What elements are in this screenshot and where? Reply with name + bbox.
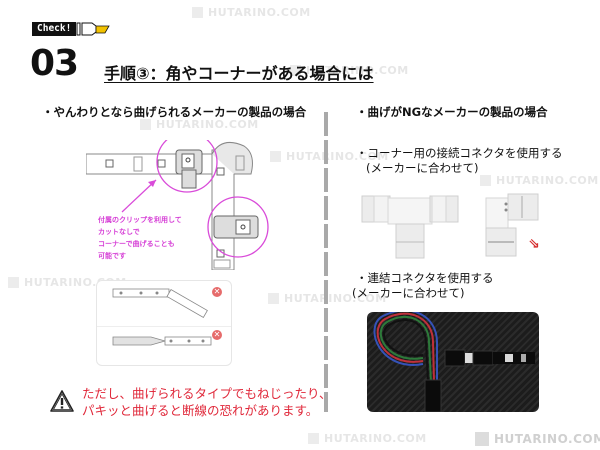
watermark: HUTARINO.COM	[308, 432, 427, 445]
corner-connector-text: ・コーナー用の接続コネクタを使用する (メーカーに合わせて)	[356, 146, 563, 176]
l-shaped-connector-photo	[484, 190, 544, 264]
clip-callout-text: 付属のクリップを利用して カットなしで コーナーで曲げることも 可能です	[98, 214, 182, 262]
step-number: 03	[30, 43, 79, 84]
watermark: HUTARINO.COM	[270, 150, 389, 163]
callout-line: 付属のクリップを利用して	[98, 216, 182, 224]
link-connector-text: ・連結コネクタを使用する	[356, 271, 494, 286]
watermark: HUTARINO.COM	[140, 118, 259, 131]
highlighter-marker-icon	[76, 22, 111, 36]
warning-line: パキッと曲げると断線の恐れがあります。	[82, 403, 319, 418]
watermark: HUTARINO.COM	[480, 174, 599, 187]
divider	[97, 326, 231, 327]
t-shaped-connector-photo	[360, 190, 460, 264]
watermark: HUTARINO.COM	[290, 64, 409, 77]
left-section-title: ・やんわりとなら曲げられるメーカーの製品の場合	[42, 105, 307, 119]
link-connector-line: ・連結コネクタを使用する	[356, 271, 494, 285]
corner-connector-line: ・コーナー用の接続コネクタを使用する	[356, 146, 563, 160]
watermark-logo: HUTARINO.COM	[475, 432, 600, 446]
check-label: Check!	[32, 22, 77, 36]
warning-line: ただし、曲げられるタイプでもねじったり、	[82, 386, 332, 401]
callout-line: カットなしで	[98, 228, 140, 236]
right-section-title: ・曲げがNGなメーカーの製品の場合	[356, 105, 548, 119]
callout-line: 可能です	[98, 252, 126, 260]
ng-mark-icon: ✕	[212, 287, 222, 297]
watermark: HUTARINO.COM	[268, 292, 387, 305]
warning-text: ただし、曲げられるタイプでもねじったり、 パキッと曲げると断線の恐れがあります。	[82, 385, 332, 419]
corner-connector-note: (メーカーに合わせて)	[366, 161, 479, 175]
ng-mark-icon: ✕	[212, 330, 222, 340]
warning-triangle-icon	[49, 389, 75, 417]
link-connector-note: (メーカーに合わせて)	[352, 286, 465, 300]
callout-line: コーナーで曲げることも	[98, 240, 175, 248]
rgb-cable-connector-photo	[367, 312, 539, 412]
step-title: 手順③：角やコーナーがある場合には	[104, 64, 374, 83]
ng-bend-examples: ✕ ✕	[96, 280, 232, 366]
check-badge: Check!	[32, 22, 111, 36]
led-strip-corner-clip-illustration	[85, 131, 271, 271]
watermark: HUTARINO.COM	[192, 6, 311, 19]
section-divider	[324, 112, 328, 412]
